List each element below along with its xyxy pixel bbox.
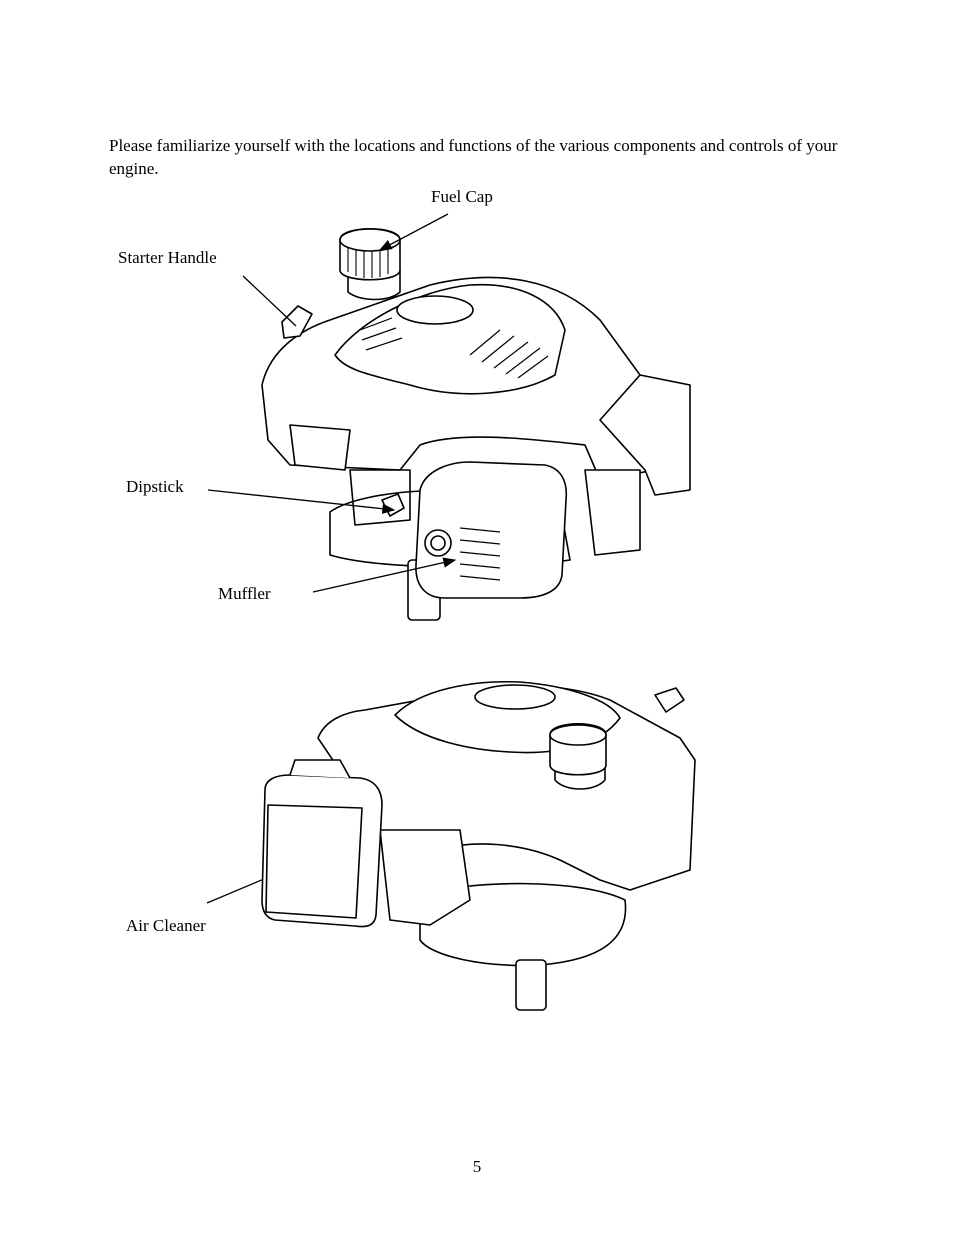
label-dipstick: Dipstick: [126, 477, 184, 496]
leader-muffler: [313, 557, 457, 592]
air-cleaner-cover: [266, 805, 362, 918]
fuel-cap-top: [340, 229, 400, 251]
label-starter-handle: Starter Handle: [118, 248, 217, 267]
engine-rear-base-plate: [420, 884, 626, 966]
leader-starter-handle: [243, 276, 296, 326]
leader-dipstick: [208, 490, 396, 514]
engine-rear-crankshaft: [516, 960, 546, 1010]
leader-fuel-cap: [378, 214, 448, 251]
engine-block-side: [350, 470, 410, 525]
label-muffler: Muffler: [218, 584, 271, 603]
engine-carburetor: [585, 470, 640, 555]
engine-rear-carburetor: [380, 830, 470, 925]
fuel-cap-rear-top: [550, 725, 606, 745]
label-fuel-cap: Fuel Cap: [431, 187, 493, 206]
page-number: 5: [472, 1157, 482, 1176]
starter-handle-rear: [655, 688, 684, 712]
muffler-outlet-inner: [431, 536, 445, 550]
starter-handle-grip: [282, 306, 312, 338]
engine-air-cleaner-edge: [600, 375, 690, 495]
engine-rear-view-illustration: [262, 682, 695, 1010]
engine-side-panel: [290, 425, 350, 470]
engine-top-oval: [397, 296, 473, 324]
engine-rear-top-oval: [475, 685, 555, 709]
label-air-cleaner: Air Cleaner: [126, 916, 206, 935]
air-cleaner-top-tab: [290, 760, 350, 778]
intro-paragraph: Please familiarize yourself with the loc…: [109, 136, 838, 178]
